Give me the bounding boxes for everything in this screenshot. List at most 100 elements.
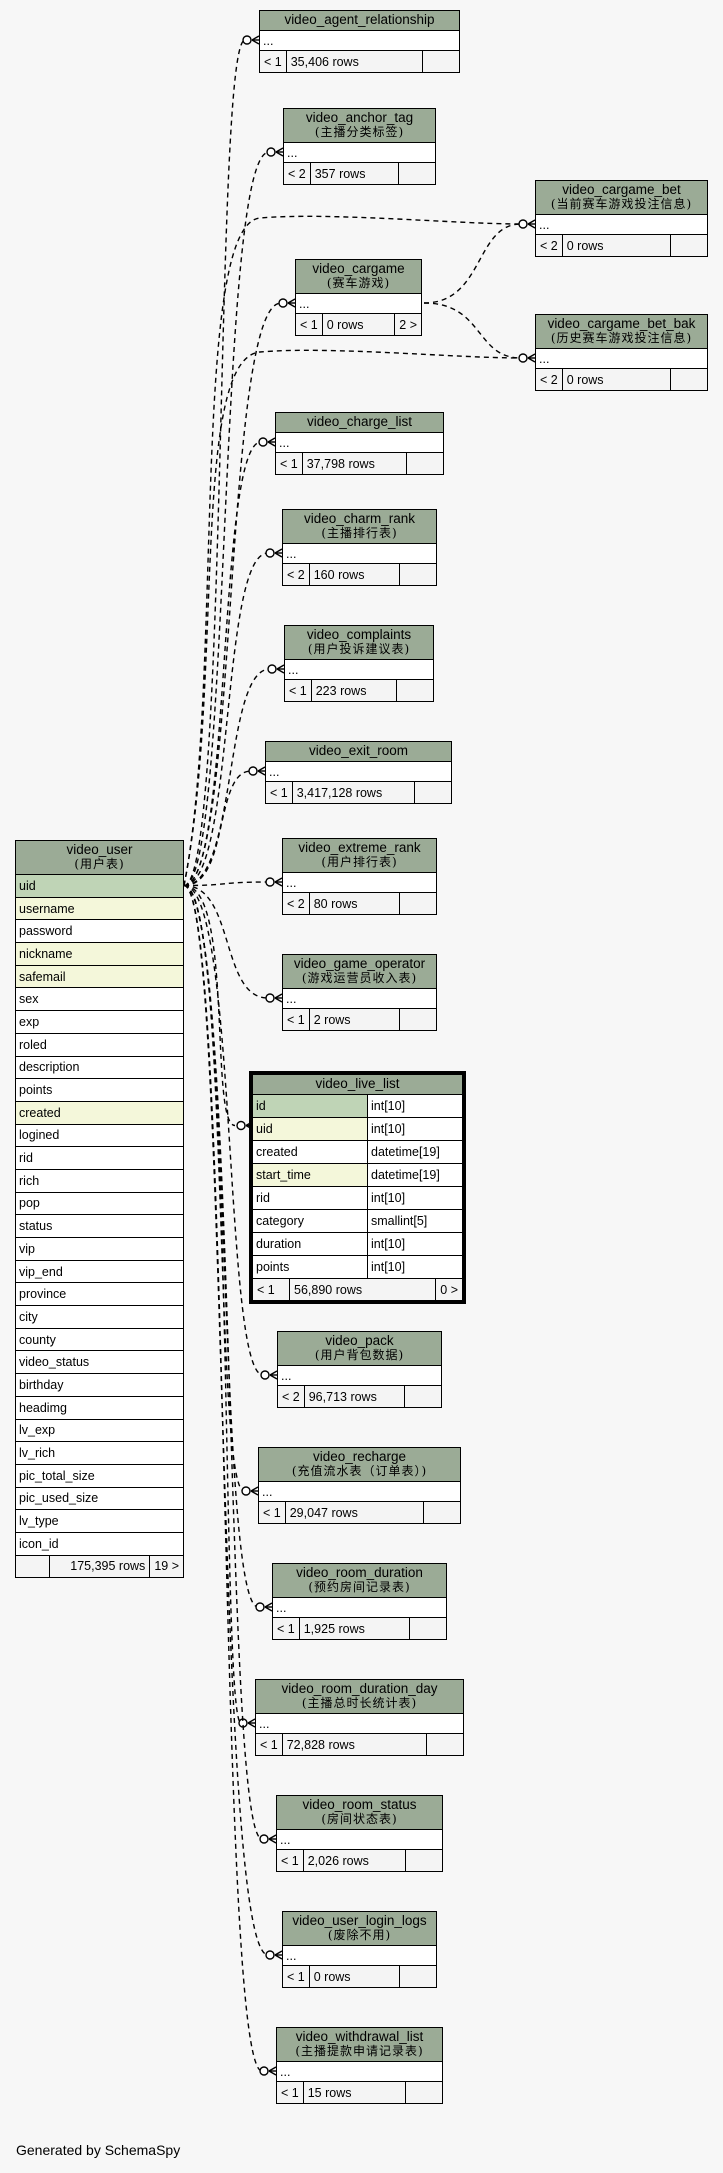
column-ellipsis[interactable]: ...	[285, 660, 433, 680]
column-ellipsis[interactable]: ...	[277, 2062, 442, 2082]
column-ellipsis[interactable]: ...	[283, 1946, 436, 1966]
parents-count[interactable]: < 1	[256, 1734, 283, 1755]
table-video_pack[interactable]: video_pack(用户背包数据) ... < 2 96,713 rows	[277, 1331, 442, 1408]
column-pic_used_size[interactable]: pic_used_size	[16, 1488, 183, 1511]
table-video_room_status[interactable]: video_room_status(房间状态表) ... < 1 2,026 r…	[276, 1795, 443, 1872]
column-password[interactable]: password	[16, 920, 183, 944]
column-ellipsis[interactable]: ...	[536, 349, 707, 369]
column-ellipsis[interactable]: ...	[256, 1714, 463, 1734]
table-video_withdrawal_list[interactable]: video_withdrawal_list(主播提款申请记录表) ... < 1…	[276, 2027, 443, 2104]
column-description[interactable]: description	[16, 1057, 183, 1080]
column-exp[interactable]: exp	[16, 1011, 183, 1034]
column-safemail[interactable]: safemail	[16, 965, 183, 989]
column-ellipsis[interactable]: ...	[283, 544, 436, 564]
table-video_exit_room[interactable]: video_exit_room ... < 1 3,417,128 rows	[265, 741, 452, 804]
column-vip[interactable]: vip	[16, 1238, 183, 1261]
column-ellipsis[interactable]: ...	[277, 1830, 442, 1850]
column-province[interactable]: province	[16, 1283, 183, 1307]
parents-count[interactable]: < 1	[273, 1618, 300, 1639]
row-count: 72,828 rows	[283, 1734, 427, 1755]
column-vip_end[interactable]: vip_end	[16, 1261, 183, 1284]
column-created[interactable]: created	[16, 1101, 183, 1125]
children-count[interactable]: 0 >	[440, 1282, 458, 1297]
column-nickname[interactable]: nickname	[16, 943, 183, 966]
children-count[interactable]: 2 >	[399, 317, 417, 332]
column-ellipsis[interactable]: ...	[296, 294, 421, 314]
parents-count[interactable]: < 1	[259, 1502, 286, 1523]
column-icon_id[interactable]: icon_id	[16, 1533, 183, 1556]
column-ellipsis[interactable]: ...	[276, 433, 443, 453]
column-ellipsis[interactable]: ...	[259, 1482, 460, 1502]
parents-count[interactable]: < 1	[285, 680, 312, 701]
column-ellipsis[interactable]: ...	[283, 989, 436, 1009]
column-ellipsis[interactable]: ...	[278, 1366, 441, 1386]
column-lv_rich[interactable]: lv_rich	[16, 1442, 183, 1465]
parents-count[interactable]: < 2	[536, 369, 563, 390]
column-birthday[interactable]: birthday	[16, 1374, 183, 1397]
parents-count[interactable]: < 1	[283, 1009, 310, 1030]
table-video_cargame_bet_bak[interactable]: video_cargame_bet_bak(历史赛车游戏投注信息) ... < …	[535, 314, 708, 391]
column-ellipsis[interactable]: ...	[273, 1598, 446, 1618]
row-count: 37,798 rows	[303, 453, 407, 474]
column-username[interactable]: username	[16, 897, 183, 921]
column-county[interactable]: county	[16, 1329, 183, 1352]
column-roled[interactable]: roled	[16, 1034, 183, 1057]
column-city[interactable]: city	[16, 1306, 183, 1329]
table-video_game_operator[interactable]: video_game_operator(游戏运营员收入表) ... < 1 2 …	[282, 954, 437, 1031]
column-lv_type[interactable]: lv_type	[16, 1510, 183, 1533]
table-video_complaints[interactable]: video_complaints(用户投诉建议表) ... < 1 223 ro…	[284, 625, 434, 702]
table-video_room_duration_day[interactable]: video_room_duration_day(主播总时长统计表) ... < …	[255, 1679, 464, 1756]
parents-count[interactable]: < 1	[260, 51, 287, 72]
table-video_cargame_bet[interactable]: video_cargame_bet(当前赛车游戏投注信息) ... < 2 0 …	[535, 180, 708, 257]
column-rich[interactable]: rich	[16, 1170, 183, 1193]
column-pop[interactable]: pop	[16, 1193, 183, 1216]
children-count[interactable]: 19 >	[154, 1559, 179, 1574]
table-video_room_duration[interactable]: video_room_duration(预约房间记录表) ... < 1 1,9…	[272, 1563, 447, 1640]
column-logined[interactable]: logined	[16, 1125, 183, 1148]
column-status[interactable]: status	[16, 1215, 183, 1238]
table-video_cargame[interactable]: video_cargame(赛车游戏) ... < 1 0 rows 2 >	[295, 259, 422, 336]
table-video_agent_relationship[interactable]: video_agent_relationship ... < 1 35,406 …	[259, 10, 460, 73]
column-ellipsis[interactable]: ...	[536, 215, 707, 235]
parents-count[interactable]: < 1	[296, 314, 323, 335]
table-video_user_login_logs[interactable]: video_user_login_logs(废除不用) ... < 1 0 ro…	[282, 1911, 437, 1988]
column-points[interactable]: points	[16, 1079, 183, 1102]
table-video_extreme_rank[interactable]: video_extreme_rank(用户排行表) ... < 2 80 row…	[282, 838, 437, 915]
parents-count[interactable]: < 2	[536, 235, 563, 256]
parents-count[interactable]: < 1	[277, 2082, 304, 2103]
table-video_recharge[interactable]: video_recharge(充值流水表（订单表）) ... < 1 29,04…	[258, 1447, 461, 1524]
parents-count[interactable]: < 2	[284, 163, 311, 184]
parents-count[interactable]: < 2	[278, 1386, 305, 1407]
column-video_status[interactable]: video_status	[16, 1351, 183, 1375]
column-rid[interactable]: rid	[16, 1147, 183, 1170]
column-ellipsis[interactable]: ...	[284, 143, 435, 163]
column-headimg[interactable]: headimg	[16, 1397, 183, 1420]
table-video_charge_list[interactable]: video_charge_list ... < 1 37,798 rows	[275, 412, 444, 475]
parents-count[interactable]: < 2	[283, 893, 310, 914]
column-sex[interactable]: sex	[16, 988, 183, 1012]
parents-count[interactable]: < 1	[266, 782, 293, 803]
parents-count[interactable]: < 1	[283, 1966, 310, 1987]
column-ellipsis[interactable]: ...	[260, 31, 459, 51]
table-video_anchor_tag[interactable]: video_anchor_tag(主播分类标签) ... < 2 357 row…	[283, 108, 436, 185]
parents-count[interactable]: < 1	[276, 453, 303, 474]
column-ellipsis[interactable]: ...	[283, 873, 436, 893]
parents-count[interactable]: < 1	[253, 1279, 290, 1300]
column-uid[interactable]: uid	[16, 875, 183, 898]
column-lv_exp[interactable]: lv_exp	[16, 1420, 183, 1443]
table-video_charm_rank[interactable]: video_charm_rank(主播排行表) ... < 2 160 rows	[282, 509, 437, 586]
parents-count[interactable]: < 2	[283, 564, 310, 585]
parents-count[interactable]: < 1	[277, 1850, 304, 1871]
column-pic_total_size[interactable]: pic_total_size	[16, 1465, 183, 1488]
column-ellipsis[interactable]: ...	[266, 762, 451, 782]
